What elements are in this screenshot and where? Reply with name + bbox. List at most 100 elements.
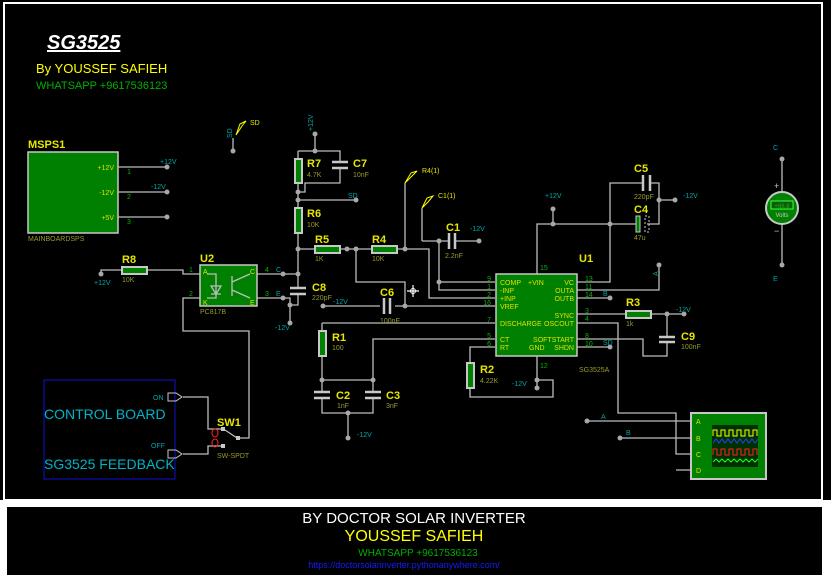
on-terminal[interactable] [167,392,183,402]
pin-name: SOFTSTART [533,337,575,344]
channel-label: B [696,436,701,443]
value-label: 4.22K [480,378,499,385]
junctions [98,131,785,441]
msps1-power-supply[interactable]: MSPS1 MAINBOARDSPS +12V -12V +5V 1 2 3 +… [27,139,177,243]
pin-name: COMP [500,280,521,287]
pin-name: K [203,300,208,307]
pin-name: E [250,300,255,307]
net-label: A [653,271,660,276]
capacitor-c5[interactable]: C5 220pF [634,163,654,201]
ref-label: C5 [634,163,648,175]
footer-box [7,507,822,575]
ref-label: R8 [122,254,136,266]
ref-label: C2 [336,390,350,402]
control-board-subtitle: SG3525 FEEDBACK [44,456,175,472]
footer-url-link[interactable]: https://doctorsolarinverter.pythonanywhe… [308,560,500,570]
ref-label: R4 [372,234,387,246]
page-title: SG3525 [47,32,121,54]
control-board[interactable]: CONTROL BOARD SG3525 FEEDBACK ON OFF [43,379,183,480]
trace-c [712,448,758,456]
plus-terminal: + [774,181,779,191]
switch-sw1[interactable]: SW1 SW-SPDT [211,417,250,460]
net-label: E [276,291,281,298]
net-label: +12V [308,114,315,131]
off-terminal[interactable] [167,449,183,459]
r4-probe[interactable]: R4(1) [404,168,440,184]
author-label: By YOUSSEF SAFIEH [36,61,167,76]
pin-name: CT [500,337,510,344]
move-cursor-icon [407,285,419,297]
pin-name: +VIN [528,280,544,287]
probe-label: SD [250,120,260,127]
ref-label: U2 [200,253,214,265]
pin-number: 2 [189,291,193,298]
ref-label: C3 [386,390,400,402]
value-label: 1K [315,256,324,263]
net-label: +12V [160,159,177,166]
ref-label: C4 [634,204,649,216]
voltmeter[interactable]: +88.8 Volts + − [765,181,799,236]
pin-number: 13 [585,276,593,283]
footer-credit: BY DOCTOR SOLAR INVERTER [302,510,526,527]
toggle-up-indicator[interactable] [211,428,219,438]
pin-number: 12 [540,363,548,370]
pin-number: 16 [483,300,491,307]
pin-number: 4 [265,267,269,274]
net-label: -12V [151,184,166,191]
sd-probe[interactable]: SD SD [227,120,260,154]
part-type: SW-SPDT [217,453,250,460]
ref-label: U1 [579,253,593,265]
value-label: 3nF [386,403,398,410]
capacitor-c1[interactable]: C12.2nF [445,222,463,260]
pin-name: SYNC [555,313,574,320]
value-label: 2.2nF [445,253,463,260]
ref-label: C9 [681,331,695,343]
resistor-r5[interactable]: R5 1K [314,234,341,263]
pin-number: 3 [585,308,589,315]
pin-number: 4 [585,316,589,323]
oscilloscope[interactable]: A B C D [690,412,767,480]
pin-number: 1 [189,267,193,274]
value-label: 220pF [312,295,332,302]
msps1-type: MAINBOARDSPS [28,236,85,243]
toggle-down-indicator[interactable] [211,438,219,448]
value-label: 100nF [380,318,400,325]
pin-name: A [203,269,208,276]
optocoupler-u2[interactable]: U2 A K C E 1 2 3 4 C E PC817B [189,253,281,316]
net-label: -12V [470,226,485,233]
probe-label: C1(1) [438,193,456,200]
resistor-r7[interactable]: R74.7K [294,158,322,184]
net-label: +12V [94,280,111,287]
c1-probe[interactable]: C1(1) [421,193,456,209]
pin-number: 7 [487,317,491,324]
pin-number: 3 [127,219,131,226]
net-label: B [603,291,608,298]
trace-b [712,438,759,444]
resistor-r2[interactable]: R24.22K [466,362,499,389]
pin-number: 5 [487,333,491,340]
pin-name: RT [500,345,510,352]
ref-label: R5 [315,234,329,246]
pin-name: +5V [101,215,114,222]
pin-number: 2 [487,292,491,299]
pin-number: 6 [487,341,491,348]
net-label: C [773,145,778,152]
value-label: 100nF [681,344,701,351]
value-label: 220pF [634,194,654,201]
pin-name: SHDN [554,345,574,352]
control-board-title: CONTROL BOARD [44,406,166,422]
